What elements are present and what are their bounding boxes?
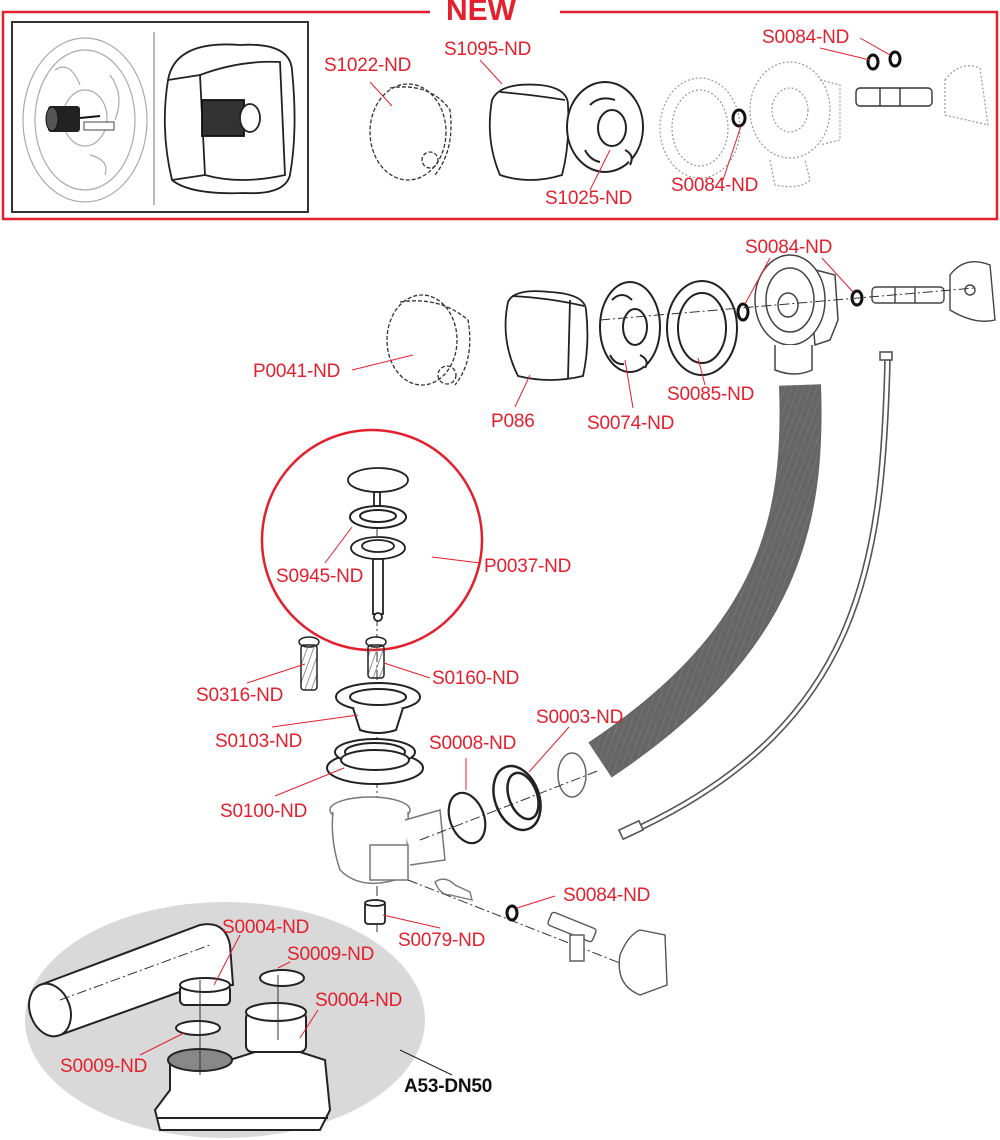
part-s0084-washer-new-3 xyxy=(888,50,902,68)
inset-spline-shaft xyxy=(45,106,115,132)
part-trap-body xyxy=(153,1048,332,1131)
part-s0079-nut xyxy=(364,899,386,925)
trap-kit-leader-line xyxy=(399,1049,453,1076)
label-s0084-nd-main-bottom: S0084-ND xyxy=(563,885,651,906)
part-s1022-cap-new xyxy=(369,83,452,181)
label-s0103-nd: S0103-ND xyxy=(215,731,303,752)
part-rosette-ghost-new xyxy=(659,77,741,179)
part-plug-cap xyxy=(347,467,409,507)
label-s0008-nd: S0008-ND xyxy=(429,733,517,754)
label-s0084-nd-new-top: S0084-ND xyxy=(762,27,850,48)
label-s0009-nd-top: S0009-ND xyxy=(287,944,375,965)
part-plug-body xyxy=(350,536,406,622)
inset-disc-detail xyxy=(22,37,148,203)
part-s1025-disc-new xyxy=(566,81,644,173)
label-s0003-nd: S0003-ND xyxy=(536,707,624,728)
part-trap-elbow-pipe xyxy=(28,923,235,1038)
label-a53-dn50-trap-kit: A53-DN50 xyxy=(404,1076,493,1097)
label-s0004-nd-right: S0004-ND xyxy=(315,990,403,1011)
part-s0074-disc xyxy=(599,281,661,373)
part-s0004-nut-right xyxy=(245,1002,307,1053)
label-p0037-nd: P0037-ND xyxy=(484,556,572,577)
new-leader-lines xyxy=(369,37,891,191)
part-plate-ghost-new xyxy=(944,65,989,126)
label-p0041-nd: P0041-ND xyxy=(253,361,341,382)
label-s1025-nd: S1025-ND xyxy=(545,188,633,209)
label-s0100-nd: S0100-ND xyxy=(220,801,308,822)
part-mounting-plate-main xyxy=(949,261,996,322)
part-s0084-washer-new-1 xyxy=(731,108,747,128)
part-lever-cover-plate xyxy=(618,929,668,996)
part-s0085-rosette xyxy=(666,280,738,376)
part-p0041-cap xyxy=(386,294,471,386)
label-s0160-nd: S0160-ND xyxy=(432,668,520,689)
part-s0084-washer-main-3 xyxy=(505,904,519,922)
part-lever-spindle xyxy=(547,911,597,962)
part-s0008-ring xyxy=(447,791,487,845)
part-s0009-ring-right xyxy=(259,969,305,987)
label-s0004-nd-left: S0004-ND xyxy=(222,917,310,938)
part-spindle-main xyxy=(871,286,945,304)
inset-knob-detail xyxy=(163,43,296,195)
label-s0074-nd: S0074-ND xyxy=(587,413,675,434)
part-bowden-cable xyxy=(617,351,893,841)
label-s0316-nd: S0316-ND xyxy=(196,685,284,706)
part-s0103-flange xyxy=(335,682,421,734)
main-leader-lines xyxy=(139,257,854,1056)
new-section-title: NEW xyxy=(436,0,526,27)
part-s0084-washer-main-1 xyxy=(736,302,750,322)
part-p086-knob xyxy=(504,290,589,381)
part-s0160-screw xyxy=(365,636,387,679)
label-s0079-nd: S0079-ND xyxy=(398,930,486,951)
label-s0085-nd: S0085-ND xyxy=(667,384,755,405)
part-lever-arm xyxy=(434,878,473,901)
label-s1095-nd: S1095-ND xyxy=(444,39,532,60)
part-s0003-nut xyxy=(492,764,542,832)
overflow-axis-line xyxy=(599,287,976,321)
part-overflow-body xyxy=(754,254,839,375)
part-s0009-ring-left xyxy=(175,1020,221,1036)
label-s0084-nd-new-bottom: S0084-ND xyxy=(671,175,759,196)
part-overflow-body-ghost-new xyxy=(749,61,841,188)
new-parts-frame xyxy=(1,10,999,221)
part-flexible-hose xyxy=(557,384,822,798)
part-drain-body xyxy=(329,796,446,885)
label-s0009-nd-left: S0009-ND xyxy=(60,1056,148,1077)
part-s0084-washer-new-2 xyxy=(866,53,880,71)
label-p086: P086 xyxy=(491,411,535,432)
label-s0084-nd-main-top: S0084-ND xyxy=(745,237,833,258)
part-s0100-gasket xyxy=(326,738,424,785)
part-s0004-nut-left xyxy=(179,977,231,1006)
part-s1095-knob-new xyxy=(488,83,570,181)
part-s0945-seal xyxy=(349,505,407,529)
hose-axis-line xyxy=(419,769,601,841)
detail-inset-box xyxy=(11,21,309,213)
part-s0316-screw xyxy=(298,636,320,691)
label-s1022-nd: S1022-ND xyxy=(324,55,412,76)
label-s0945-nd: S0945-ND xyxy=(276,566,364,587)
part-spindle-new xyxy=(855,87,933,107)
